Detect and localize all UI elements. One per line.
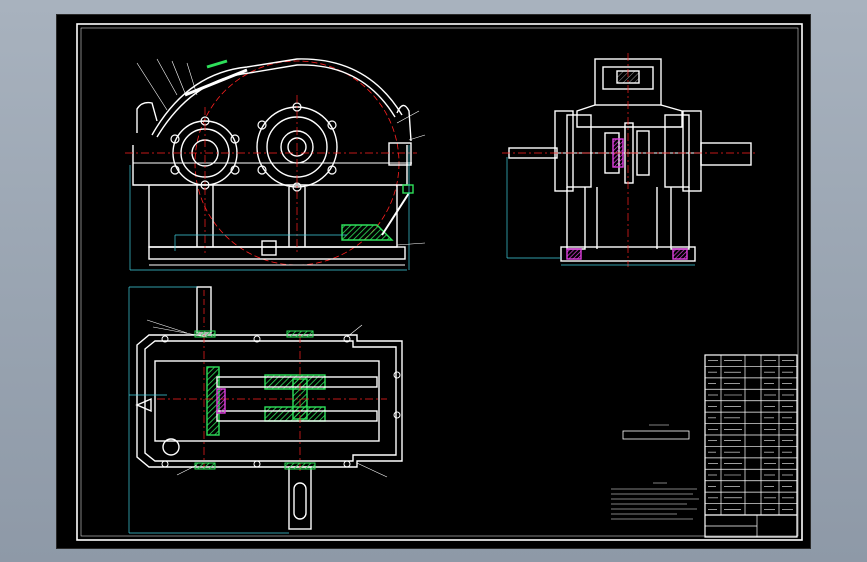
technical-notes <box>611 424 699 520</box>
side-view <box>502 53 757 267</box>
front-view <box>125 58 426 271</box>
top-view <box>128 286 403 534</box>
title-block <box>704 354 798 538</box>
drawing-sheet <box>56 14 811 549</box>
cad-drawing <box>76 23 803 541</box>
drawing-border <box>76 23 803 541</box>
